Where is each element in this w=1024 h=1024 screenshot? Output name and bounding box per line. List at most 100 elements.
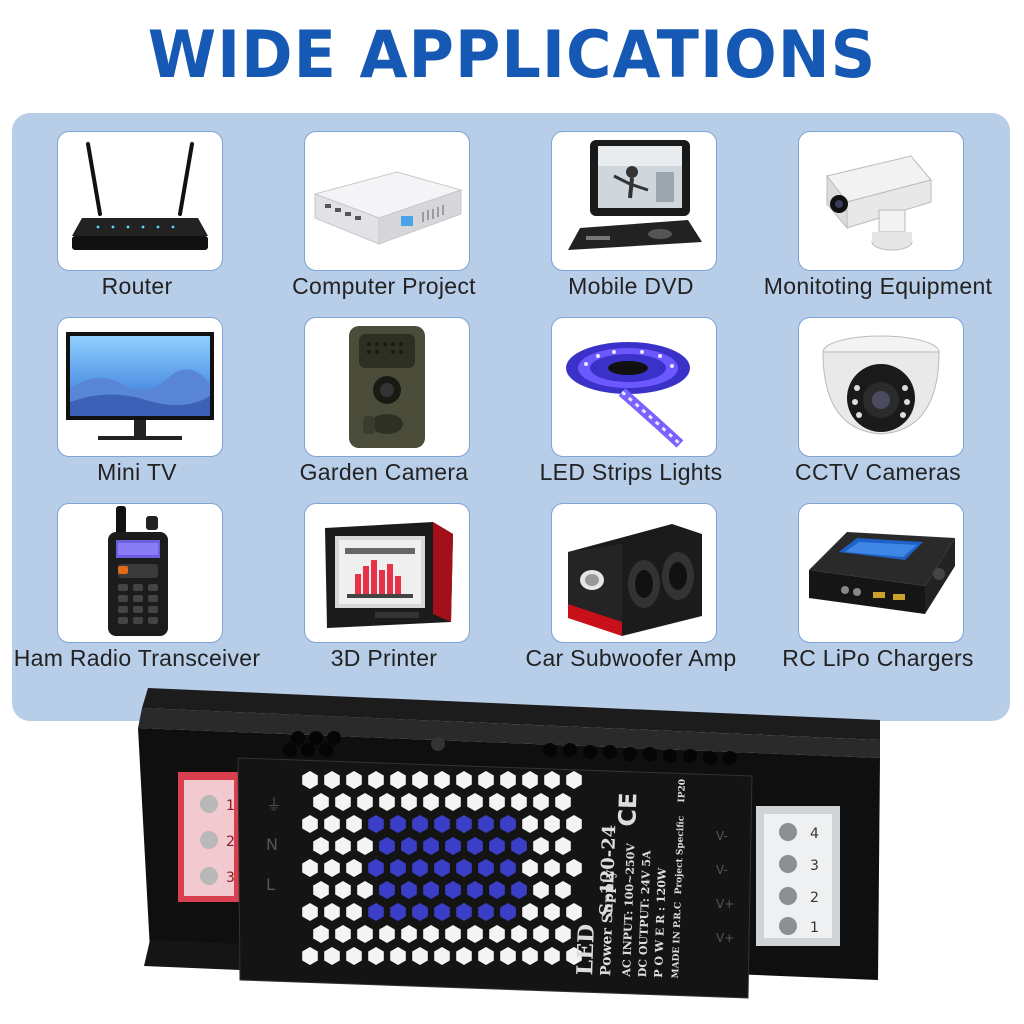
vent-hole: [522, 815, 538, 833]
vent-hole: [313, 793, 329, 811]
vent-hole: [368, 771, 384, 789]
page-title: WIDE APPLICATIONS: [147, 16, 877, 93]
vent-hole: [467, 793, 483, 811]
vent-hole: [555, 793, 571, 811]
vent-hole: [467, 925, 483, 943]
terminal-number-right: 2: [810, 890, 819, 906]
vent-hole: [368, 815, 384, 833]
vent-hole: [324, 815, 340, 833]
vent-hole: [313, 881, 329, 899]
vent-hole: [522, 771, 538, 789]
vent-hole: [346, 859, 362, 877]
application-label: Car Subwoofer Amp: [525, 645, 737, 671]
vent-hole: [390, 771, 406, 789]
vent-hole: [467, 837, 483, 855]
security-camera-icon: [826, 155, 932, 251]
vent-hole: [368, 859, 384, 877]
vent-hole: [390, 947, 406, 965]
product-dc-output: DC OUTPUT: 24V 5A: [636, 850, 653, 978]
vent-hole: [401, 881, 417, 899]
vent-hole: [412, 903, 428, 921]
trail-camera-card: [304, 317, 470, 457]
vent-hole: [544, 947, 560, 965]
vent-hole: [346, 771, 362, 789]
vent-hole: [500, 947, 516, 965]
vent-hole: [379, 793, 395, 811]
product-power-supply-label: Power Supply: [598, 869, 618, 976]
dome-camera-card: [798, 317, 964, 457]
vent-hole: [489, 793, 505, 811]
vent-hole: [390, 903, 406, 921]
application-item-garden-camera: Garden Camera: [259, 299, 509, 485]
terminal-number-right: 4: [810, 826, 819, 842]
vent-hole: [357, 881, 373, 899]
vent-hole: [500, 859, 516, 877]
application-label: CCTV Cameras: [795, 459, 961, 485]
terminal-number-left: 2: [226, 834, 235, 850]
vent-hole: [467, 881, 483, 899]
vent-hole: [401, 793, 417, 811]
application-item-cctv-cameras: CCTV Cameras: [753, 299, 1003, 485]
product-ip-rating: IP20: [677, 779, 688, 803]
application-item-router: Router: [12, 113, 262, 299]
terminal-symbol-right: V-: [716, 863, 728, 877]
vent-hole: [434, 771, 450, 789]
vent-hole: [357, 925, 373, 943]
vent-hole: [445, 925, 461, 943]
vent-hole: [379, 881, 395, 899]
product-power: P O W E R : 120W: [652, 867, 669, 978]
lipo-charger-icon: [809, 532, 955, 614]
vent-hole: [566, 947, 582, 965]
portable-dvd-card: [551, 131, 717, 271]
vent-hole: [522, 903, 538, 921]
application-item-monitoting-equipment: Monitoting Equipment: [753, 113, 1003, 299]
application-item-computer-project: Computer Project: [259, 113, 509, 299]
vent-hole: [478, 771, 494, 789]
vent-hole: [511, 793, 527, 811]
vent-hole: [434, 859, 450, 877]
monitor-card: [57, 317, 223, 457]
vent-hole: [522, 859, 538, 877]
terminal-symbol-left: L: [266, 875, 275, 894]
application-label: Garden Camera: [299, 459, 469, 485]
terminal-number-right: 3: [810, 858, 819, 874]
vent-hole: [544, 903, 560, 921]
vent-hole: [302, 771, 318, 789]
subwoofer-card: [551, 503, 717, 643]
vent-hole: [478, 947, 494, 965]
vent-hole: [533, 837, 549, 855]
vent-hole: [368, 947, 384, 965]
walkie-talkie-icon: [108, 506, 168, 636]
router-card: [57, 131, 223, 271]
vent-hole: [456, 903, 472, 921]
vent-hole: [489, 881, 505, 899]
vent-hole: [456, 859, 472, 877]
vent-hole: [357, 837, 373, 855]
vent-hole: [434, 815, 450, 833]
vent-hole: [489, 925, 505, 943]
vent-hole: [324, 903, 340, 921]
vent-hole: [302, 859, 318, 877]
terminal-number-left: 1: [226, 798, 235, 814]
application-item-rc-lipo-chargers: RC LiPo Chargers: [753, 485, 1003, 671]
vent-hole: [346, 947, 362, 965]
vent-hole: [335, 793, 351, 811]
product-project-specific: Project Specific: [674, 815, 687, 895]
application-item-mini-tv: Mini TV: [12, 299, 262, 485]
terminal-symbol-right: V-: [716, 829, 728, 843]
vent-hole: [412, 771, 428, 789]
vent-hole: [533, 925, 549, 943]
vent-hole: [566, 815, 582, 833]
vent-hole: [533, 793, 549, 811]
vent-hole: [566, 859, 582, 877]
vent-hole: [445, 837, 461, 855]
application-item-car-subwoofer-amp: Car Subwoofer Amp: [506, 485, 756, 671]
vent-hole: [335, 881, 351, 899]
application-label: Ham Radio Transceiver: [13, 645, 261, 671]
vent-hole: [511, 881, 527, 899]
product-ac-input: AC INPUT: 100~250V: [620, 843, 638, 978]
vent-hole: [423, 837, 439, 855]
product-made-in: MADE IN P.R.C: [671, 902, 684, 979]
application-label: Computer Project: [292, 273, 476, 299]
vent-hole: [346, 815, 362, 833]
